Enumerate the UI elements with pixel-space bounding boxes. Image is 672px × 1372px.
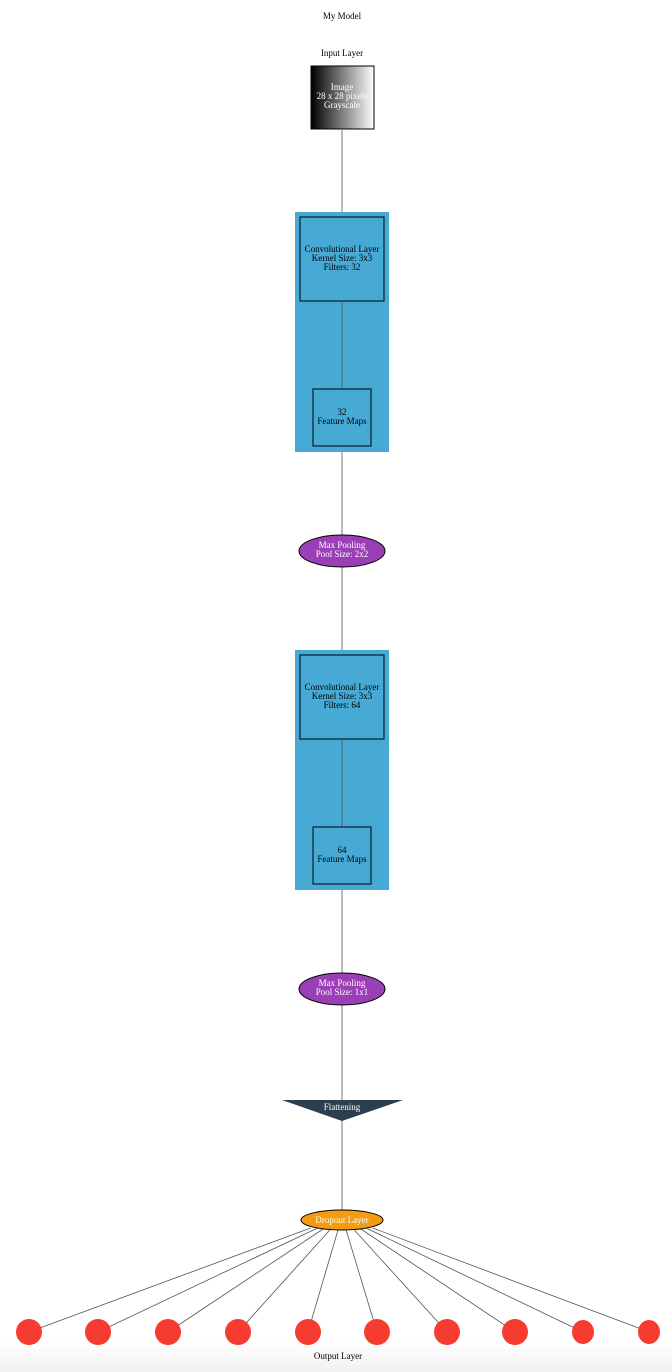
- flattening-node: [282, 1100, 403, 1121]
- input-layer-label: Input Layer: [321, 48, 363, 58]
- feature-maps-count: 64: [338, 845, 348, 855]
- dropout-node: [300, 1209, 384, 1231]
- feature-maps-node: [312, 826, 372, 885]
- pool-line: Pool Size: 2x2: [316, 549, 369, 559]
- output-edge: [97, 1227, 318, 1333]
- diagram-title: My Model: [323, 11, 362, 21]
- conv-line: Kernel Size: 3x3: [312, 253, 373, 263]
- output-node: [572, 1320, 594, 1344]
- input-line: 28 x 28 pixels: [317, 91, 368, 101]
- conv-node: [299, 216, 385, 302]
- output-node: [295, 1319, 321, 1345]
- conv-node: [299, 654, 385, 740]
- conv-line: Filters: 32: [324, 262, 361, 272]
- output-edge: [365, 1227, 584, 1333]
- input-line: Image: [331, 82, 354, 92]
- conv-line: Convolutional Layer: [305, 682, 380, 692]
- output-node: [638, 1320, 660, 1344]
- conv-layer-1: Convolutional Layer Kernel Size: 3x3 Fil…: [295, 212, 389, 452]
- input-image-node: [310, 65, 375, 130]
- conv-layer-2: Convolutional Layer Kernel Size: 3x3 Fil…: [295, 650, 389, 890]
- feature-maps-node: [312, 388, 372, 447]
- output-edge: [28, 1227, 311, 1333]
- dropout-label: Dropout Layer: [315, 1215, 368, 1225]
- output-node: [16, 1319, 42, 1345]
- feature-maps-label: Feature Maps: [317, 416, 367, 426]
- output-layer-label: Output Layer: [314, 1351, 362, 1361]
- output-edge: [359, 1227, 516, 1333]
- max-pooling-node-2: [298, 972, 386, 1006]
- output-edge: [372, 1227, 650, 1333]
- output-node: [434, 1319, 460, 1345]
- input-line: Grayscale: [324, 100, 360, 110]
- conv-line: Filters: 64: [324, 700, 361, 710]
- output-edge: [307, 1227, 339, 1333]
- output-node: [85, 1319, 111, 1345]
- pool-line: Max Pooling: [319, 540, 366, 550]
- flattening-label: Flattening: [324, 1102, 361, 1112]
- feature-maps-count: 32: [338, 407, 347, 417]
- output-node: [364, 1319, 390, 1345]
- feature-maps-label: Feature Maps: [317, 854, 367, 864]
- conv-line: Convolutional Layer: [305, 244, 380, 254]
- pool-line: Pool Size: 1x1: [316, 987, 369, 997]
- output-node: [502, 1319, 528, 1345]
- output-edge: [345, 1227, 378, 1333]
- pool-line: Max Pooling: [319, 978, 366, 988]
- output-node: [155, 1319, 181, 1345]
- output-edge: [352, 1227, 448, 1333]
- output-edge: [237, 1227, 332, 1333]
- output-node: [225, 1319, 251, 1345]
- max-pooling-node-1: [298, 534, 386, 568]
- output-edge: [167, 1227, 325, 1333]
- conv-line: Kernel Size: 3x3: [312, 691, 373, 701]
